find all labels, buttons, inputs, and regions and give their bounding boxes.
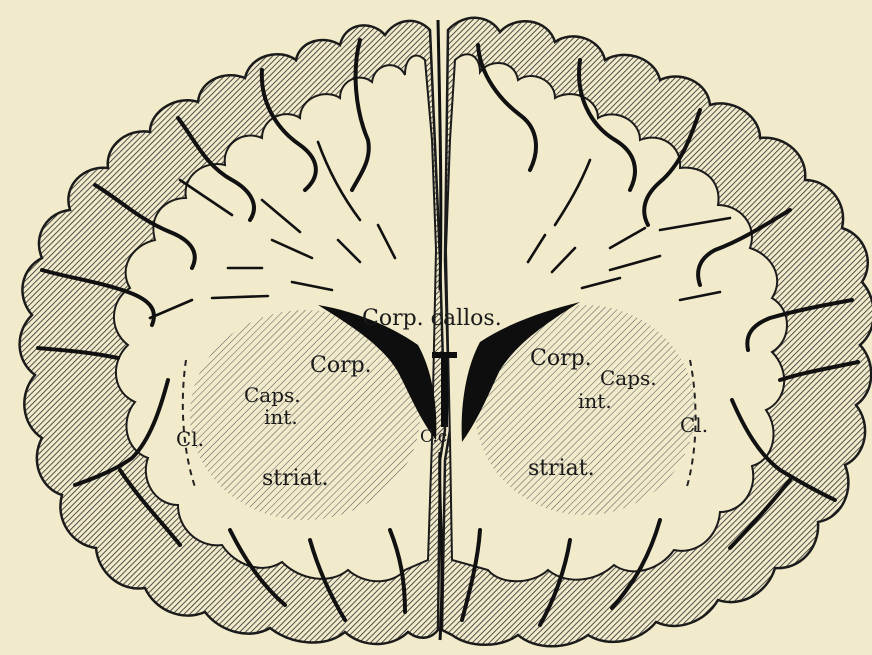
septum-pellucidum	[441, 355, 448, 427]
label-corp-right: Corp.	[530, 346, 592, 371]
label-striat-left: striat.	[262, 466, 329, 491]
label-int-right: int.	[578, 389, 612, 413]
label-cc: C.c.	[420, 427, 453, 447]
label-striat-right: striat.	[528, 456, 595, 481]
septum-top	[432, 352, 457, 358]
label-cl-right: Cl.	[680, 413, 708, 437]
label-corp-callos: Corp. callos.	[362, 306, 502, 331]
label-caps-left: Caps.	[244, 383, 301, 407]
label-corp-left: Corp.	[310, 353, 372, 378]
longitudinal-fissure-lower	[440, 452, 442, 640]
label-cl-left: Cl.	[176, 427, 204, 451]
label-caps-right: Caps.	[600, 366, 657, 390]
label-int-left: int.	[264, 405, 298, 429]
